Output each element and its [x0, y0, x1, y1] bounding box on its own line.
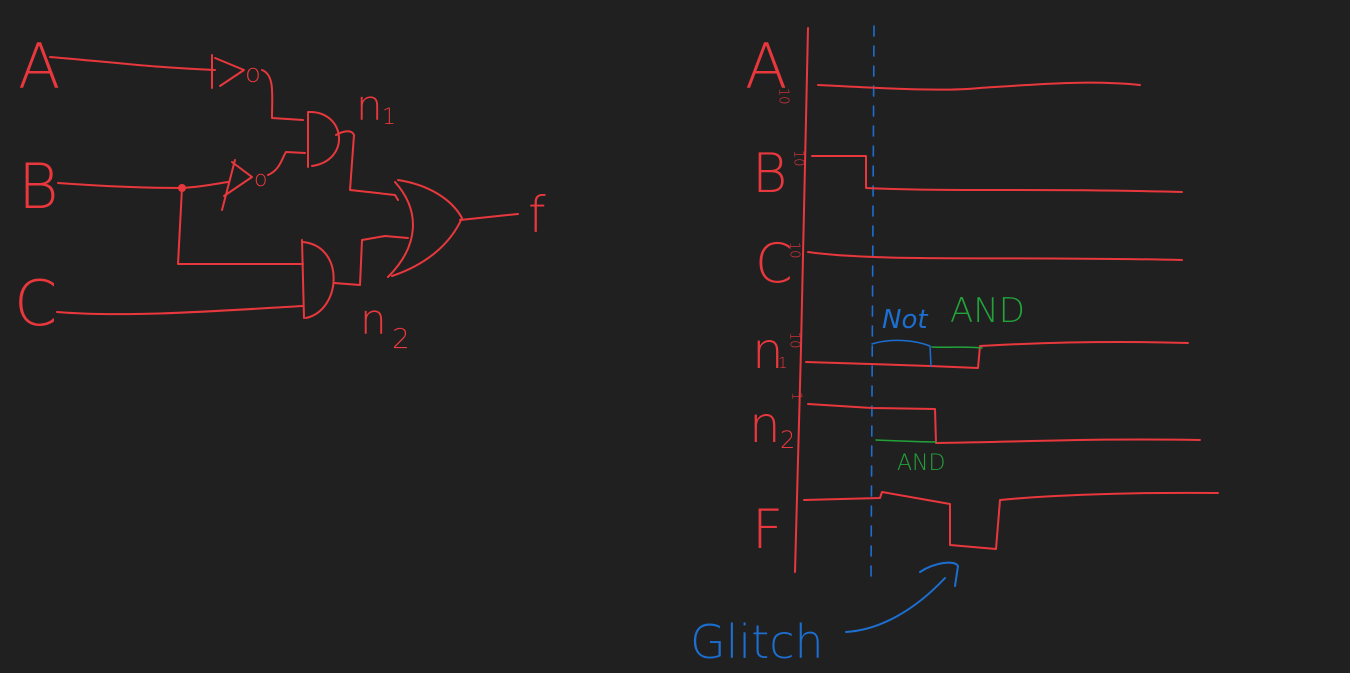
waveform-n2 [807, 403, 1201, 444]
gate-output-label-n1-sub: 1 [382, 105, 396, 130]
signal-label-f: F [752, 498, 783, 561]
waveform-c [807, 251, 1183, 261]
signal-levels-n2: 1 [789, 392, 804, 400]
waveform-a [817, 81, 1141, 91]
not-transition-trace [871, 339, 932, 367]
waveform-n1 [805, 341, 1189, 369]
wire-b-branch-to-and2 [177, 187, 304, 265]
waveform-b [811, 155, 1183, 193]
input-label-a: A [18, 30, 60, 103]
wire-b [57, 181, 229, 189]
signal-label-n1: n [752, 322, 784, 380]
signal-levels-a: 10 [776, 88, 791, 105]
wire-c [56, 305, 304, 316]
gate-output-label-n2: n [360, 295, 387, 344]
glitch-instant-marker [870, 25, 875, 581]
wire-nota-to-and1 [261, 69, 304, 121]
signal-label-n2-sub: 2 [780, 426, 795, 454]
and-gate-1 [307, 110, 340, 168]
inverter-b [221, 159, 253, 211]
signal-label-b: B [752, 142, 787, 205]
wire-notb-to-and1 [267, 151, 306, 176]
inverter-a [211, 54, 245, 89]
circuit-diagram: A B C o o n 1 n 2 [14, 30, 546, 355]
inverter-b-bubble: o [254, 167, 267, 192]
and-annotation-2: AND [897, 451, 945, 476]
wire-n1-to-or [335, 130, 399, 201]
and-annotation-1: AND [950, 291, 1025, 331]
wire-a [49, 56, 216, 71]
glitch-arrow [845, 561, 959, 633]
input-label-b: B [18, 150, 59, 223]
timing-diagram: A 10 B 10 C 10 n 1 10 n 2 1 F Not AND AN… [690, 25, 1219, 669]
signal-label-c: C [755, 232, 793, 295]
wire-n2-to-or [333, 235, 409, 286]
output-label-f: f [528, 186, 546, 244]
inverter-a-bubble: o [245, 59, 261, 89]
input-label-c: C [14, 267, 57, 340]
signal-levels-b: 10 [791, 150, 806, 167]
signal-levels-c: 10 [787, 242, 802, 259]
signal-label-n2: n [749, 396, 781, 454]
signal-levels-n1: 10 [787, 332, 802, 349]
waveform-f [803, 491, 1219, 550]
glitch-annotation: Glitch [690, 615, 824, 669]
and-transition-trace-1 [931, 346, 983, 349]
and-transition-trace-2 [875, 439, 937, 443]
signal-label-a: A [745, 30, 787, 103]
gate-output-label-n2-sub: 2 [392, 322, 410, 355]
time-axis [794, 27, 809, 573]
gate-output-label-n1: n [356, 81, 383, 130]
and-gate-2 [301, 239, 335, 319]
not-annotation: Not [882, 305, 928, 335]
or-gate [387, 179, 463, 278]
wire-output [459, 213, 519, 221]
signal-label-n1-sub: 1 [778, 354, 788, 372]
